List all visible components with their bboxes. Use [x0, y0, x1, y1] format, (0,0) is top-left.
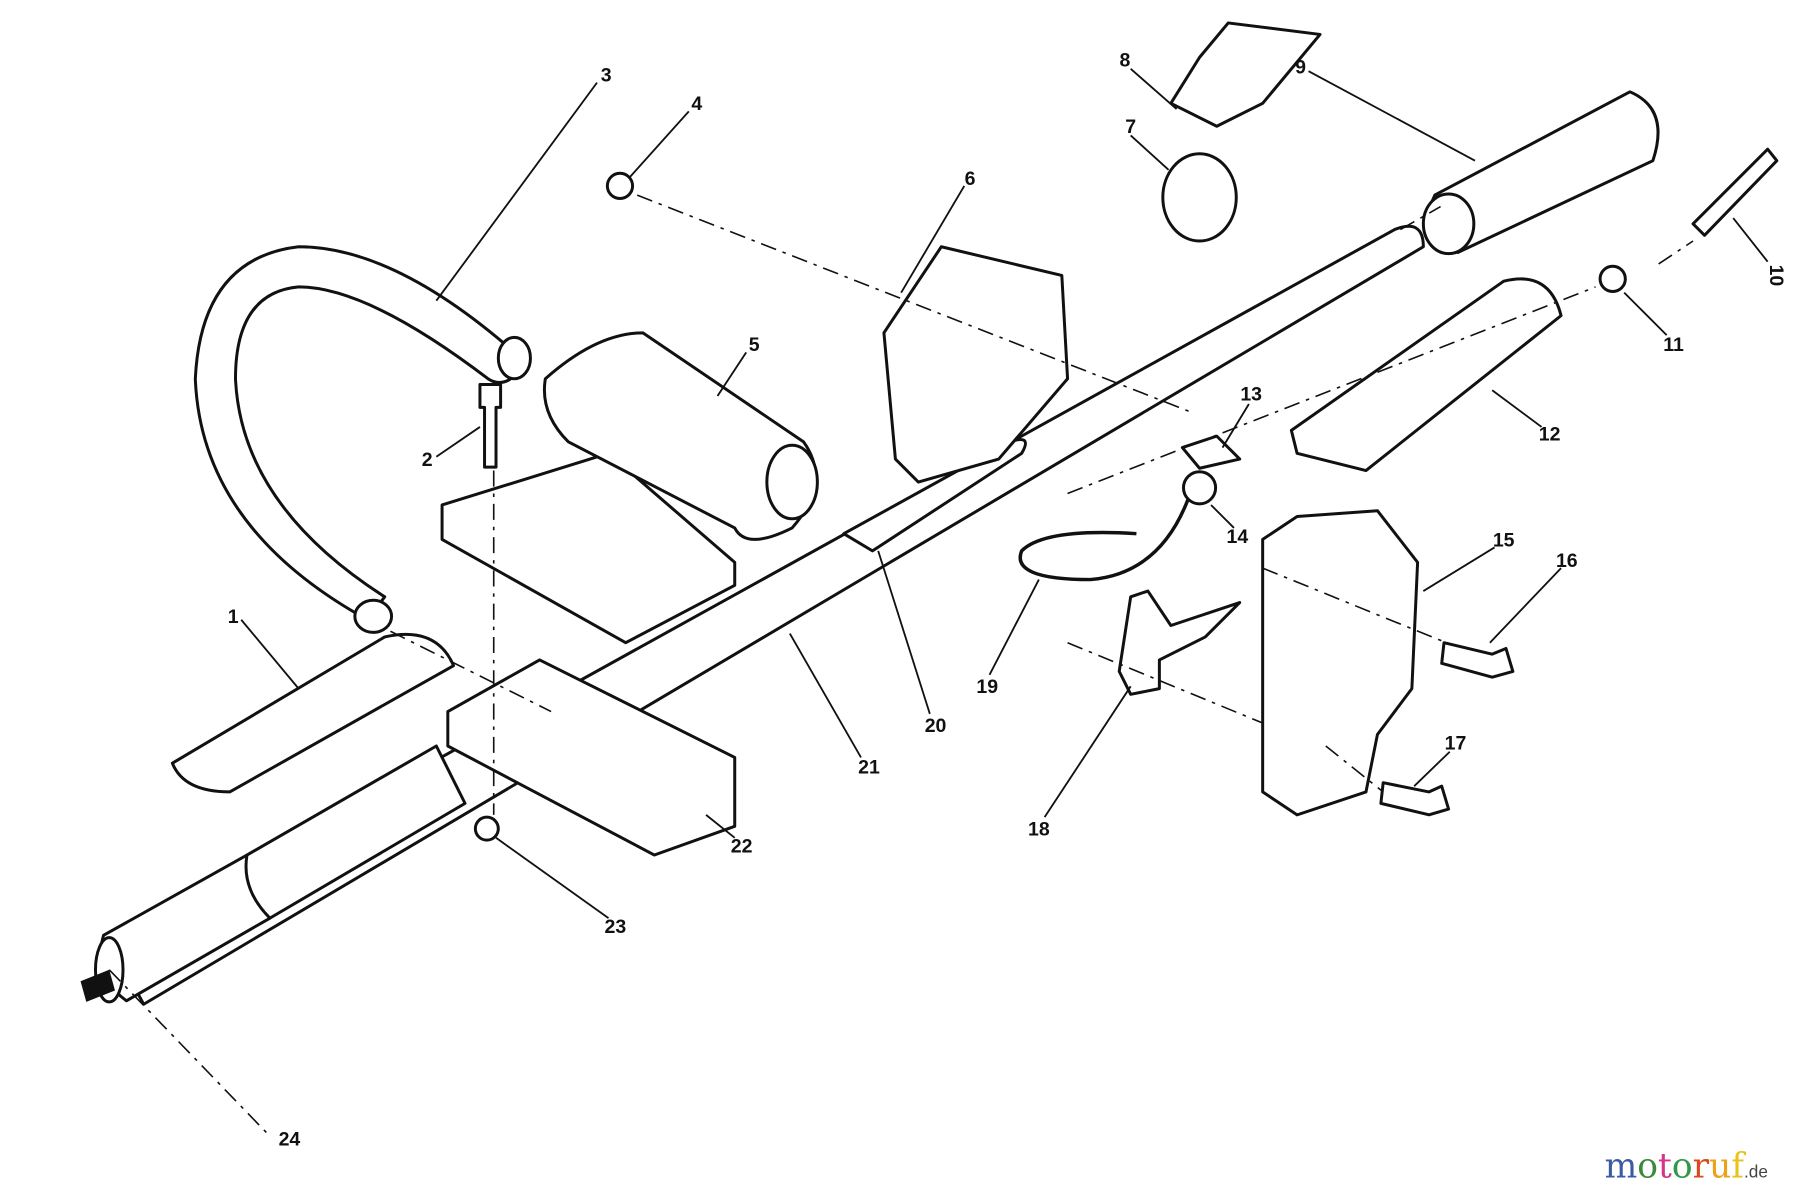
bushing — [1598, 264, 1627, 294]
callout-13: 13 — [1240, 384, 1262, 406]
half-sleeve — [170, 632, 456, 794]
callout-5: 5 — [749, 334, 760, 356]
callout-2: 2 — [422, 449, 433, 471]
callout-19: 19 — [976, 676, 998, 698]
switch-cover — [1180, 434, 1242, 470]
callout-7: 7 — [1125, 116, 1136, 138]
screw — [1440, 641, 1515, 679]
callout-6: 6 — [965, 168, 976, 190]
loop-handle — [193, 245, 524, 622]
watermark-letter: f — [1731, 1147, 1746, 1187]
switch — [1181, 470, 1218, 506]
ground-wire — [1018, 498, 1190, 582]
callout-22: 22 — [731, 836, 753, 858]
watermark-letter: o — [1637, 1147, 1658, 1187]
nut-lower — [473, 815, 500, 842]
ring — [1161, 152, 1238, 243]
main-shaft — [80, 224, 1425, 1006]
callout-15: 15 — [1493, 529, 1515, 551]
callout-labels: 1 2 3 4 5 6 7 8 9 10 11 12 13 14 15 16 1… — [228, 50, 1787, 1151]
callout-23: 23 — [605, 916, 627, 938]
callout-12: 12 — [1539, 424, 1561, 446]
watermark-letter: r — [1693, 1147, 1710, 1187]
callout-4: 4 — [691, 93, 702, 115]
watermark-logo: motoruf.de — [1605, 1147, 1768, 1187]
nut — [605, 171, 635, 201]
watermark-text: motoruf.de — [1605, 1147, 1768, 1187]
callout-17: 17 — [1445, 732, 1467, 754]
spring — [1691, 147, 1779, 237]
assembly-lines — [108, 194, 1694, 1137]
callout-3: 3 — [601, 64, 612, 86]
callout-8: 8 — [1120, 50, 1131, 72]
trigger-body — [1289, 277, 1563, 473]
leader-lines — [240, 68, 1769, 919]
callout-1: 1 — [228, 606, 239, 628]
screw-lower — [1379, 781, 1451, 817]
callout-20: 20 — [925, 715, 947, 737]
watermark-letter: m — [1605, 1147, 1638, 1187]
lower-clamp — [446, 658, 737, 857]
callout-21: 21 — [858, 757, 880, 779]
callout-11: 11 — [1663, 334, 1684, 356]
callout-18: 18 — [1028, 819, 1050, 841]
callout-16: 16 — [1556, 550, 1578, 572]
callout-10: 10 — [1765, 265, 1787, 287]
bolt — [478, 382, 503, 469]
watermark-suffix: .de — [1744, 1162, 1768, 1182]
watermark-letter: t — [1658, 1147, 1672, 1187]
watermark-letter: u — [1709, 1147, 1731, 1187]
throttle-lever — [1117, 589, 1242, 696]
side-cover — [1261, 509, 1420, 817]
callout-24: 24 — [279, 1128, 301, 1150]
callout-14: 14 — [1227, 526, 1249, 548]
callout-9: 9 — [1295, 56, 1306, 78]
throttle-housing — [882, 245, 1070, 484]
grip — [543, 331, 817, 541]
strap-hook — [1169, 21, 1322, 128]
watermark-letter: o — [1672, 1147, 1693, 1187]
